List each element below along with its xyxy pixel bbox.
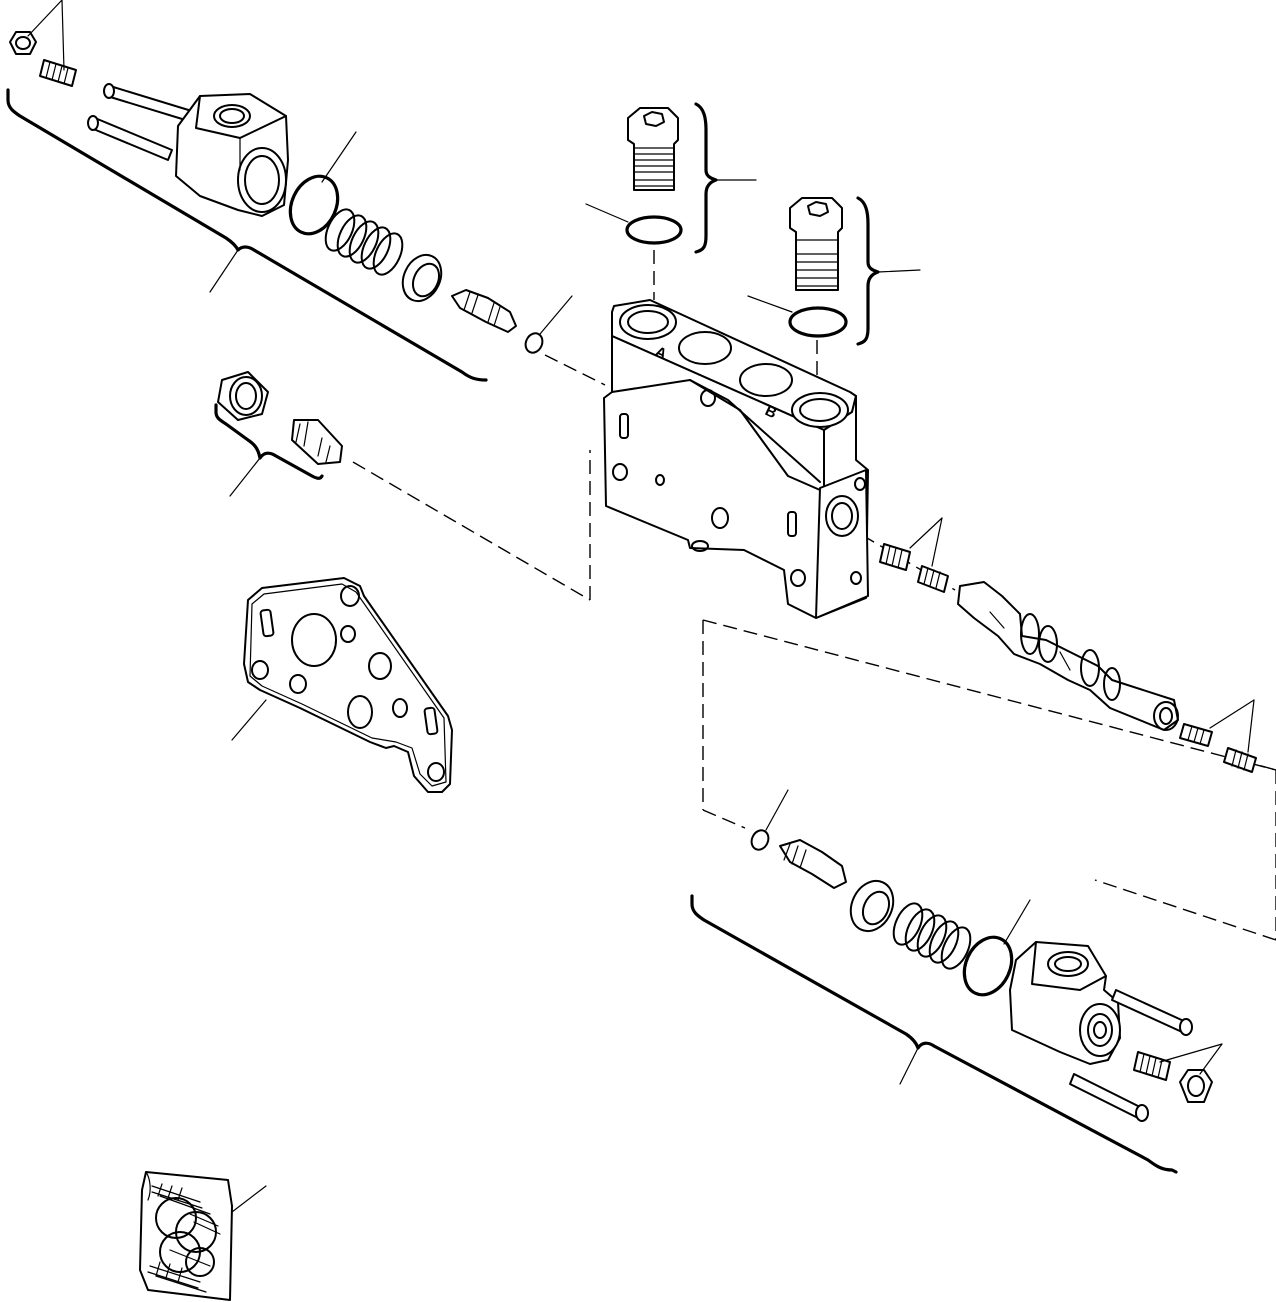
- leader-seal-kit: [231, 1185, 267, 1213]
- check-valve-left: [291, 419, 343, 465]
- cap-screw-upper-1: [103, 83, 196, 123]
- leader-oring-b: [747, 295, 793, 313]
- set-screw-lower: [1133, 1051, 1171, 1081]
- o-ring-upper-large: [288, 174, 340, 236]
- leader-upper-screw: [61, 0, 65, 71]
- leader-lower-oring: [1003, 899, 1031, 945]
- o-ring-port-b: [788, 306, 848, 338]
- cap-screw-lower-1: [1111, 989, 1193, 1036]
- relief-valve-housing-lower: [1009, 941, 1121, 1065]
- upper-relief-valve-assembly: [6, 0, 573, 382]
- gasket-plate: [231, 577, 453, 793]
- leader-gasket: [231, 699, 267, 741]
- leader-upper-oring: [321, 131, 357, 183]
- spring-upper: [324, 208, 404, 276]
- lower-relief-valve-assembly: [690, 789, 1223, 1174]
- valve-section-body: A B: [603, 299, 869, 619]
- plug-left: [217, 371, 269, 421]
- seal-kit-bag: [139, 1171, 267, 1301]
- spring-seat-lower: [849, 879, 895, 933]
- plug-screw-spool-4: [1223, 747, 1257, 773]
- set-screw-upper: [39, 59, 77, 87]
- leader-lower-snapring: [765, 789, 789, 831]
- leader-oring-a: [585, 203, 629, 223]
- plug-and-check-assembly: [214, 371, 343, 497]
- spool-assembly: [879, 517, 1257, 773]
- valve-spool: [957, 581, 1179, 731]
- leader-cartridge-b: [877, 269, 921, 273]
- plug-screw-spool-1: [879, 543, 911, 571]
- leader-upper-nut: [27, 0, 63, 37]
- snap-ring-lower: [750, 829, 770, 851]
- cartridge-port-a: [627, 107, 679, 191]
- plug-screw-spool-2: [917, 565, 949, 593]
- leader-lower-screw: [1159, 1043, 1223, 1063]
- bracket-cartridge-b: [856, 196, 880, 346]
- cap-screw-upper-2: [87, 115, 173, 161]
- spring-lower: [892, 902, 972, 970]
- leader-upper-snapring: [539, 295, 573, 335]
- hex-nut-upper: [9, 31, 37, 55]
- snap-ring-upper: [524, 332, 544, 354]
- relief-valve-housing-upper: [175, 93, 289, 217]
- hex-nut-lower: [1179, 1069, 1213, 1103]
- leader-lower-nut: [1199, 1043, 1223, 1075]
- bracket-cartridge-a: [694, 102, 718, 254]
- leader-upper-bracket: [209, 249, 239, 293]
- poppet-lower: [779, 839, 847, 889]
- o-ring-lower-large: [962, 935, 1014, 997]
- cap-screw-lower-2: [1069, 1073, 1149, 1122]
- leader-lower-bracket: [899, 1047, 919, 1085]
- poppet-upper: [451, 289, 517, 333]
- o-ring-port-a: [625, 215, 683, 245]
- plug-screw-spool-3: [1179, 723, 1213, 747]
- spring-seat-upper: [401, 253, 443, 303]
- leader-plug-bracket: [229, 457, 261, 497]
- cartridge-port-b: [789, 197, 843, 291]
